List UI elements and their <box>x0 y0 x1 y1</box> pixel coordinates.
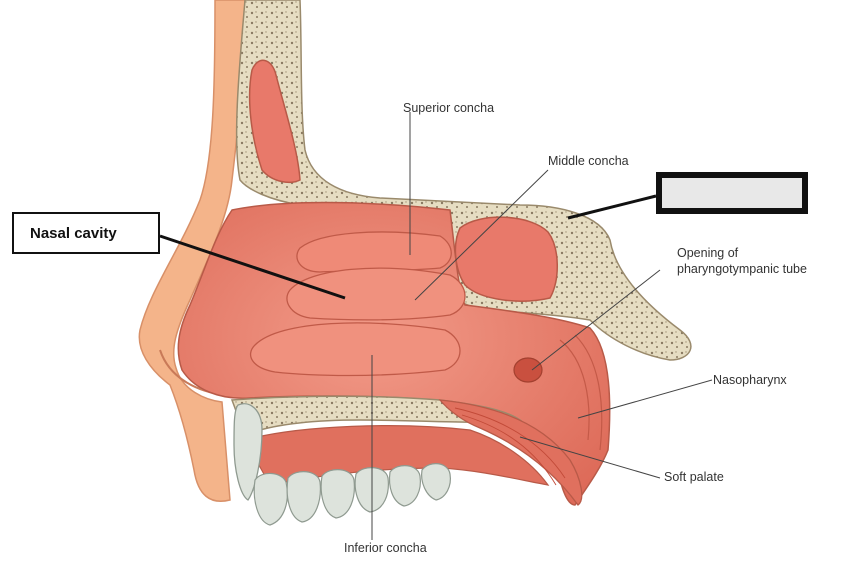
superior-concha-shape <box>296 231 452 273</box>
face-skin <box>138 0 246 502</box>
label-opening-line2: pharyngotympanic tube <box>677 262 807 276</box>
pointer-blank-box <box>567 194 657 220</box>
soft-palate-shape <box>438 399 583 506</box>
middle-concha-shape <box>286 267 466 321</box>
answer-box-nasal-cavity-text: Nasal cavity <box>30 224 117 242</box>
pharyngotympanic-opening <box>513 357 543 383</box>
frontal-sinus <box>248 59 301 183</box>
answer-pointers <box>159 194 657 300</box>
leader-opening <box>531 269 661 371</box>
incisor-tooth <box>233 403 263 501</box>
sphenoid-sinus <box>454 216 558 302</box>
label-opening-line1: Opening of <box>677 246 739 260</box>
leader-middle-concha <box>414 169 549 301</box>
inferior-concha-shape <box>250 322 461 377</box>
label-soft-palate: Soft palate <box>664 470 724 484</box>
label-superior-concha: Superior concha <box>403 101 495 115</box>
pointer-nasal-cavity <box>159 234 346 300</box>
label-middle-concha: Middle concha <box>548 154 629 168</box>
leader-soft-palate <box>519 436 661 479</box>
leader-nasopharynx <box>577 379 713 419</box>
label-inferior-concha: Inferior concha <box>344 541 427 555</box>
leader-lines <box>371 112 713 540</box>
label-nasopharynx: Nasopharynx <box>713 373 787 387</box>
teeth-row <box>253 463 451 526</box>
answer-box-nasal-cavity[interactable]: Nasal cavity <box>12 212 160 254</box>
soft-palate-fibers <box>454 407 566 486</box>
answer-box-blank[interactable] <box>656 172 808 214</box>
nasopharynx-folds <box>559 334 603 451</box>
answer-box-blank-field[interactable] <box>662 178 802 208</box>
frontal-bone <box>235 0 692 361</box>
